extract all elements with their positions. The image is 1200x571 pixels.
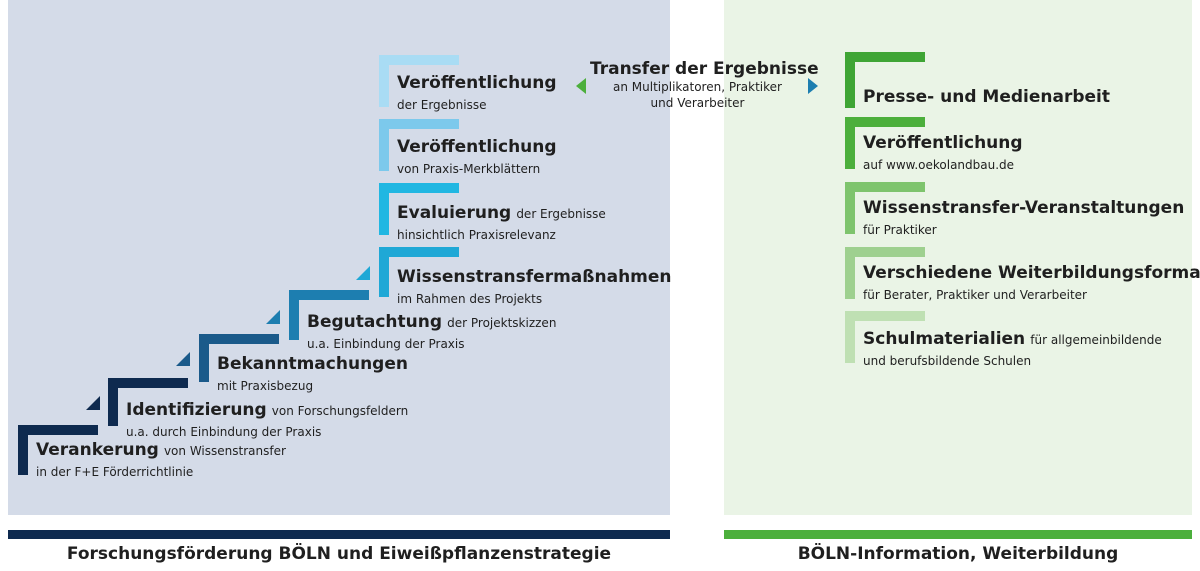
item-text: Verschiedene Weiterbildungsformate für B… bbox=[863, 263, 1200, 304]
item-text: Schulmaterialien für allgemeinbildende u… bbox=[863, 329, 1162, 370]
research-funding-panel bbox=[8, 0, 670, 515]
information-caption: BÖLN-Information, Weiterbildung bbox=[797, 544, 1119, 564]
step-bar bbox=[18, 425, 28, 475]
step-bar bbox=[379, 55, 389, 107]
information-divider bbox=[724, 530, 1192, 539]
step-sub: im Rahmen des Projekts bbox=[397, 292, 543, 307]
item-bar bbox=[845, 182, 855, 234]
item-bar bbox=[845, 117, 925, 127]
step-inline: der Ergebnisse bbox=[516, 207, 606, 221]
step-text: Veröffentlichung der Ergebnisse bbox=[397, 73, 557, 114]
step-bar bbox=[379, 55, 459, 65]
item-text: Presse- und Medienarbeit bbox=[863, 87, 1110, 108]
step-sub: von Praxis-Merkblättern bbox=[397, 162, 541, 177]
item-title: Presse- und Medienarbeit bbox=[863, 87, 1110, 107]
item-bar bbox=[845, 182, 925, 192]
step-bar bbox=[379, 247, 389, 297]
item-sub: auf www.oekolandbau.de bbox=[863, 158, 1015, 173]
step-text: Identifizierung von Forschungsfeldern u.… bbox=[126, 400, 408, 441]
step-bar bbox=[379, 183, 459, 193]
step-title: Veröffentlichung bbox=[397, 73, 557, 93]
research-caption: Forschungsförderung BÖLN und Eiweißpflan… bbox=[66, 544, 612, 564]
step-title: Wissenstransfermaßnahmen bbox=[397, 267, 672, 287]
step-bar bbox=[108, 378, 118, 426]
step-bar bbox=[379, 119, 389, 171]
step-triangle-icon bbox=[266, 310, 280, 324]
step-text: Bekanntmachungen mit Praxisbezug bbox=[217, 354, 408, 395]
item-bar bbox=[845, 117, 855, 169]
item-text: Wissenstransfer-Veranstaltungen für Prak… bbox=[863, 198, 1184, 239]
step-sub: mit Praxisbezug bbox=[217, 379, 314, 394]
step-title: Bekanntmachungen bbox=[217, 354, 408, 374]
transfer-title: Transfer der Ergebnisse bbox=[590, 59, 819, 79]
step-sub: der Ergebnisse bbox=[397, 98, 487, 113]
step-bar bbox=[289, 290, 369, 300]
item-bar bbox=[845, 52, 925, 62]
item-sub: für Berater, Praktiker und Verarbeiter bbox=[863, 288, 1087, 303]
item-title: Schulmaterialien bbox=[863, 329, 1026, 349]
step-bar bbox=[379, 119, 459, 129]
step-title: Evaluierung bbox=[397, 203, 512, 223]
item-bar bbox=[845, 247, 855, 299]
item-bar bbox=[845, 52, 855, 108]
step-bar bbox=[199, 334, 279, 344]
item-inline: für allgemeinbildende bbox=[1030, 333, 1162, 347]
step-text: Veröffentlichung von Praxis-Merkblättern bbox=[397, 137, 557, 178]
step-bar bbox=[379, 183, 389, 235]
step-inline: von Wissenstransfer bbox=[163, 444, 286, 458]
item-bar bbox=[845, 247, 925, 257]
step-triangle-icon bbox=[176, 352, 190, 366]
item-sub: und berufsbildende Schulen bbox=[863, 354, 1032, 369]
step-bar bbox=[199, 334, 209, 382]
research-divider bbox=[8, 530, 670, 539]
item-bar bbox=[845, 311, 925, 321]
item-title: Veröffentlichung bbox=[863, 133, 1023, 153]
item-bar bbox=[845, 311, 855, 363]
item-title: Verschiedene Weiterbildungsformate bbox=[863, 263, 1200, 283]
step-title: Identifizierung bbox=[126, 400, 267, 420]
transfer-label: Transfer der Ergebnisse an Multiplikator… bbox=[590, 58, 819, 111]
step-title: Veröffentlichung bbox=[397, 137, 557, 157]
transfer-sub-line2: und Verarbeiter bbox=[650, 95, 745, 110]
step-bar bbox=[108, 378, 188, 388]
step-bar bbox=[289, 290, 299, 340]
arrow-left-icon bbox=[576, 78, 586, 94]
arrow-right-icon bbox=[808, 78, 818, 94]
step-triangle-icon bbox=[86, 396, 100, 410]
step-inline: von Forschungsfeldern bbox=[271, 404, 409, 418]
step-bar bbox=[379, 247, 459, 257]
step-text: Evaluierung der Ergebnisse hinsichtlich … bbox=[397, 203, 606, 244]
step-triangle-icon bbox=[356, 266, 370, 280]
item-title: Wissenstransfer-Veranstaltungen bbox=[863, 198, 1185, 218]
transfer-sub-line1: an Multiplikatoren, Praktiker bbox=[613, 80, 782, 95]
step-sub: u.a. Einbindung der Praxis bbox=[307, 337, 465, 352]
step-text: Begutachtung der Projektskizzen u.a. Ein… bbox=[307, 312, 556, 353]
step-title: Begutachtung bbox=[307, 312, 443, 332]
step-inline: der Projektskizzen bbox=[447, 316, 557, 330]
item-text: Veröffentlichung auf www.oekolandbau.de bbox=[863, 133, 1023, 174]
step-sub: in der F+E Förderrichtlinie bbox=[36, 465, 194, 480]
step-bar bbox=[18, 425, 98, 435]
step-sub: hinsichtlich Praxisrelevanz bbox=[397, 228, 556, 243]
step-text: Verankerung von Wissenstransfer in der F… bbox=[36, 440, 286, 481]
information-training-panel bbox=[724, 0, 1192, 515]
step-sub: u.a. durch Einbindung der Praxis bbox=[126, 425, 322, 440]
step-title: Verankerung bbox=[36, 440, 159, 460]
step-text: Wissenstransfermaßnahmen im Rahmen des P… bbox=[397, 267, 672, 308]
item-sub: für Praktiker bbox=[863, 223, 937, 238]
